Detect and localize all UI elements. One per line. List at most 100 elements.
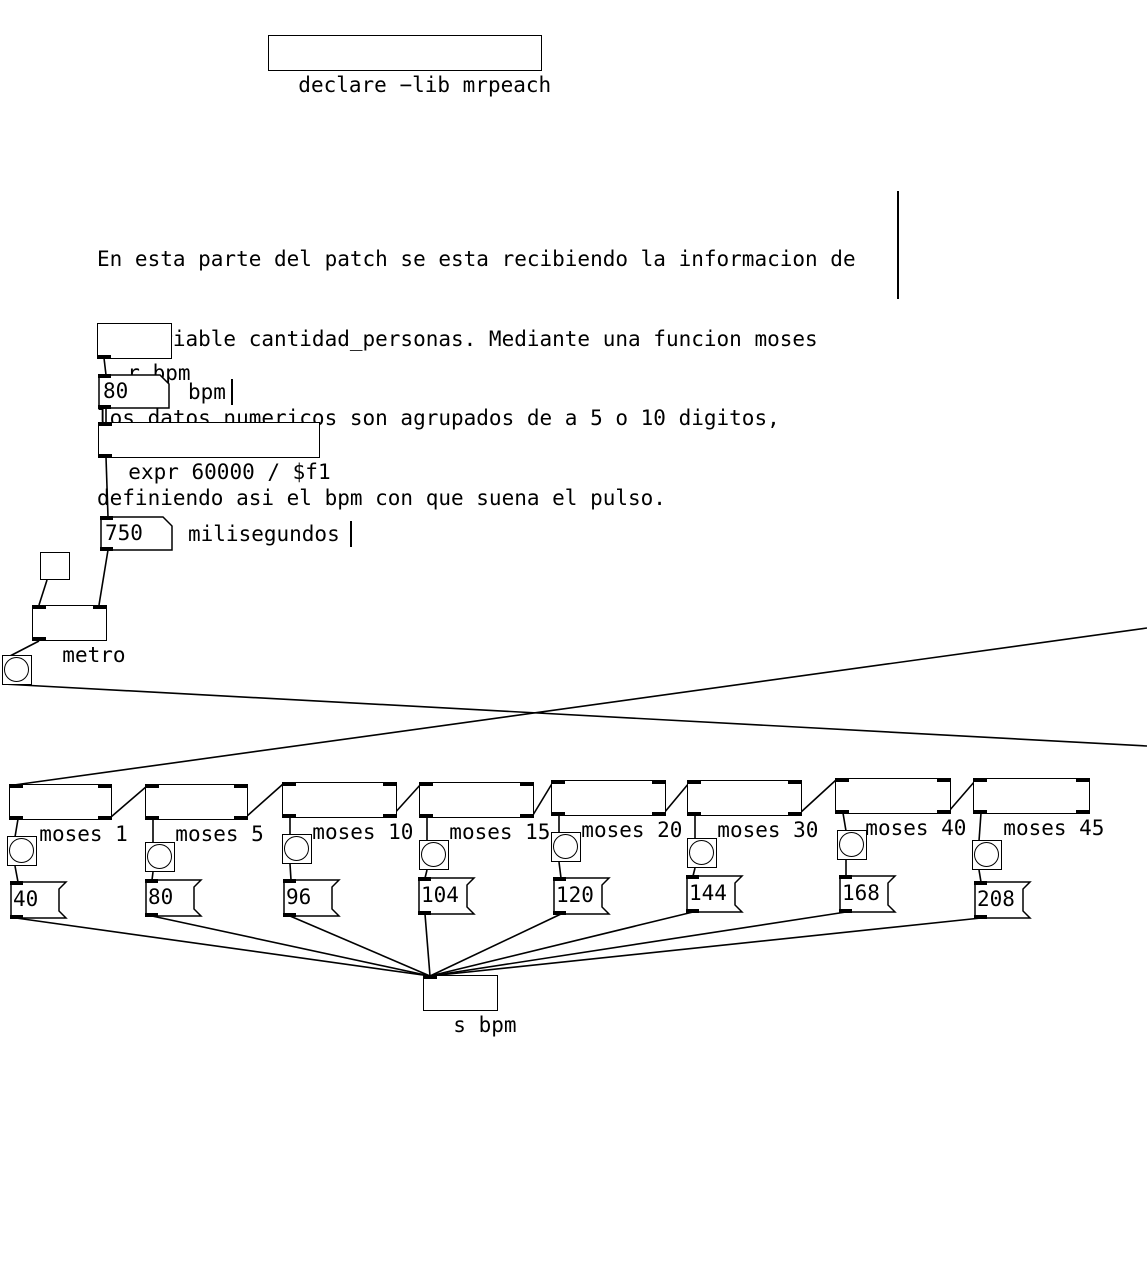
inlet[interactable] <box>974 778 987 782</box>
inlet[interactable] <box>686 875 699 879</box>
inlet[interactable] <box>10 784 23 788</box>
inlet[interactable] <box>553 877 566 881</box>
outlet[interactable] <box>974 810 987 814</box>
bpm-number-box[interactable]: 80 <box>98 374 171 409</box>
moses-object[interactable]: moses 1 <box>9 784 128 846</box>
outlet[interactable] <box>836 810 849 814</box>
message-box[interactable]: 168 <box>839 875 897 913</box>
outlet[interactable] <box>839 909 852 913</box>
inlet[interactable] <box>688 780 701 784</box>
inlet[interactable] <box>418 877 431 881</box>
inlet[interactable] <box>839 875 852 879</box>
inlet[interactable] <box>100 516 113 520</box>
inlet-right[interactable] <box>1076 778 1089 782</box>
outlet-right[interactable] <box>98 816 111 820</box>
bang[interactable] <box>145 842 175 872</box>
moses-object[interactable]: moses 20 <box>551 780 682 842</box>
outlet-right[interactable] <box>1076 810 1089 814</box>
moses-object[interactable]: moses 10 <box>282 782 413 844</box>
message-box[interactable]: 144 <box>686 875 744 913</box>
inlet[interactable] <box>98 374 111 378</box>
outlet-right[interactable] <box>234 816 247 820</box>
message-box[interactable]: 120 <box>553 877 611 915</box>
ms-number-box[interactable]: 750 <box>100 516 174 551</box>
inlet-right[interactable] <box>520 782 533 786</box>
outlet-right[interactable] <box>520 814 533 818</box>
message-box[interactable]: 80 <box>145 879 203 917</box>
outlet-right[interactable] <box>652 812 665 816</box>
outlet[interactable] <box>146 816 159 820</box>
inlet[interactable] <box>974 881 987 885</box>
bpm-label: bpm <box>188 380 226 404</box>
outlet[interactable] <box>552 812 565 816</box>
inlet[interactable] <box>283 782 296 786</box>
metro-toggle[interactable] <box>40 552 70 580</box>
outlet[interactable] <box>688 812 701 816</box>
outlet[interactable] <box>100 547 113 551</box>
message-box[interactable]: 208 <box>974 881 1032 919</box>
inlet-right[interactable] <box>937 778 950 782</box>
inlet-right[interactable] <box>234 784 247 788</box>
message-box[interactable]: 40 <box>10 881 68 919</box>
bang[interactable] <box>972 840 1002 870</box>
message-box[interactable]: 96 <box>283 879 341 917</box>
metro-object[interactable]: metro <box>32 605 126 667</box>
inlet-right[interactable] <box>788 780 801 784</box>
outlet-right[interactable] <box>937 810 950 814</box>
outlet[interactable] <box>553 911 566 915</box>
bang[interactable] <box>282 834 312 864</box>
inlet-right[interactable] <box>93 605 106 609</box>
inlet[interactable] <box>283 879 296 883</box>
expr-object[interactable]: expr 60000 / $f1 <box>98 422 331 484</box>
bang[interactable] <box>551 832 581 862</box>
moses-text: moses 15 <box>449 820 551 844</box>
outlet[interactable] <box>283 913 296 917</box>
outlet[interactable] <box>686 909 699 913</box>
declare-object[interactable]: declare −lib mrpeach <box>268 35 551 97</box>
message-box[interactable]: 104 <box>418 877 476 915</box>
send-bpm-object[interactable]: s bpm <box>423 975 517 1037</box>
message-text: 168 <box>842 881 880 905</box>
moses-object[interactable]: moses 30 <box>687 780 818 842</box>
bang[interactable] <box>687 838 717 868</box>
receive-bpm-object[interactable]: r bpm <box>97 323 191 385</box>
moses-object[interactable]: moses 5 <box>145 784 264 846</box>
outlet[interactable] <box>974 915 987 919</box>
inlet[interactable] <box>10 881 23 885</box>
outlet[interactable] <box>99 454 112 458</box>
outlet[interactable] <box>33 637 46 641</box>
outlet[interactable] <box>98 355 111 359</box>
inlet[interactable] <box>146 784 159 788</box>
outlet[interactable] <box>10 816 23 820</box>
inlet[interactable] <box>836 778 849 782</box>
inlet-right[interactable] <box>652 780 665 784</box>
moses-text: moses 30 <box>717 818 819 842</box>
outlet[interactable] <box>420 814 433 818</box>
moses-object[interactable]: moses 40 <box>835 778 966 840</box>
bang[interactable] <box>837 830 867 860</box>
comment-width-handle[interactable] <box>897 191 899 299</box>
inlet-right[interactable] <box>383 782 396 786</box>
moses-object[interactable]: moses 45 <box>973 778 1104 840</box>
inlet-right[interactable] <box>98 784 111 788</box>
inlet[interactable] <box>99 422 112 426</box>
inlet[interactable] <box>552 780 565 784</box>
outlet[interactable] <box>418 911 431 915</box>
moses-object[interactable]: moses 15 <box>419 782 550 844</box>
outlet[interactable] <box>145 913 158 917</box>
metro-bang[interactable] <box>2 655 32 685</box>
bang[interactable] <box>7 836 37 866</box>
inlet[interactable] <box>424 975 437 979</box>
inlet[interactable] <box>145 879 158 883</box>
inlet[interactable] <box>420 782 433 786</box>
text-cursor <box>231 379 233 405</box>
outlet[interactable] <box>98 405 111 409</box>
comment-line: los datos numericos son agrupados de a 5… <box>97 406 780 430</box>
outlet[interactable] <box>283 814 296 818</box>
outlet[interactable] <box>10 915 23 919</box>
moses-text: moses 5 <box>175 822 264 846</box>
bang[interactable] <box>419 840 449 870</box>
outlet-right[interactable] <box>788 812 801 816</box>
outlet-right[interactable] <box>383 814 396 818</box>
inlet[interactable] <box>33 605 46 609</box>
